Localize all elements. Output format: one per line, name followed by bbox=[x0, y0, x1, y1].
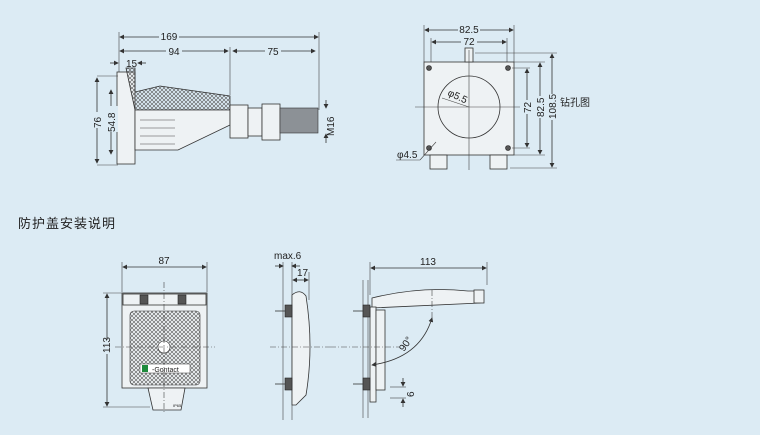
dim-body-length: 94 bbox=[168, 47, 180, 58]
dim-hole-spacing: 72 bbox=[463, 37, 475, 48]
dim-v-overall: 108.5 bbox=[548, 94, 559, 119]
drill-hole-view: 82.5 72 φ5.5 72 82.5 108.5 钻孔图 φ4.5 bbox=[396, 24, 590, 170]
drill-diagram-label: 钻孔图 bbox=[560, 96, 590, 109]
dim-cover-width: 87 bbox=[158, 256, 170, 267]
dim-v-width: 82.5 bbox=[536, 97, 547, 117]
dim-overall-length: 169 bbox=[161, 32, 178, 43]
dim-thread: M16 bbox=[326, 116, 337, 136]
dim-height: 76 bbox=[93, 116, 104, 128]
dim-depth: 17 bbox=[297, 268, 309, 279]
cover-front-view: 87 -Gontact IP65 113 bbox=[100, 256, 215, 412]
dim-offset: 6 bbox=[406, 391, 417, 397]
brand-label: -Gontact bbox=[152, 367, 179, 374]
dim-width: 82.5 bbox=[459, 25, 479, 36]
cover-side-view: max.6 17 bbox=[270, 251, 330, 420]
dim-v-hole-spacing: 72 bbox=[523, 101, 534, 113]
dim-max: max.6 bbox=[274, 251, 302, 262]
dim-open-angle: 90° bbox=[397, 335, 415, 354]
dim-open-length: 113 bbox=[420, 257, 436, 268]
dim-hole-dia: φ4.5 bbox=[397, 150, 418, 161]
dim-inner-height: 54.8 bbox=[107, 112, 118, 132]
connector-side-view: 169 94 75 15 76 54.8 M16 bbox=[90, 31, 337, 166]
section-title: 防护盖安装说明 bbox=[18, 217, 117, 232]
ip-rating: IP65 bbox=[173, 403, 182, 408]
cover-open-view: 113 90° 6 bbox=[330, 257, 488, 418]
dim-flange: 15 bbox=[126, 59, 138, 70]
dim-cover-height: 113 bbox=[102, 337, 113, 353]
dim-cable-length: 75 bbox=[267, 47, 279, 58]
